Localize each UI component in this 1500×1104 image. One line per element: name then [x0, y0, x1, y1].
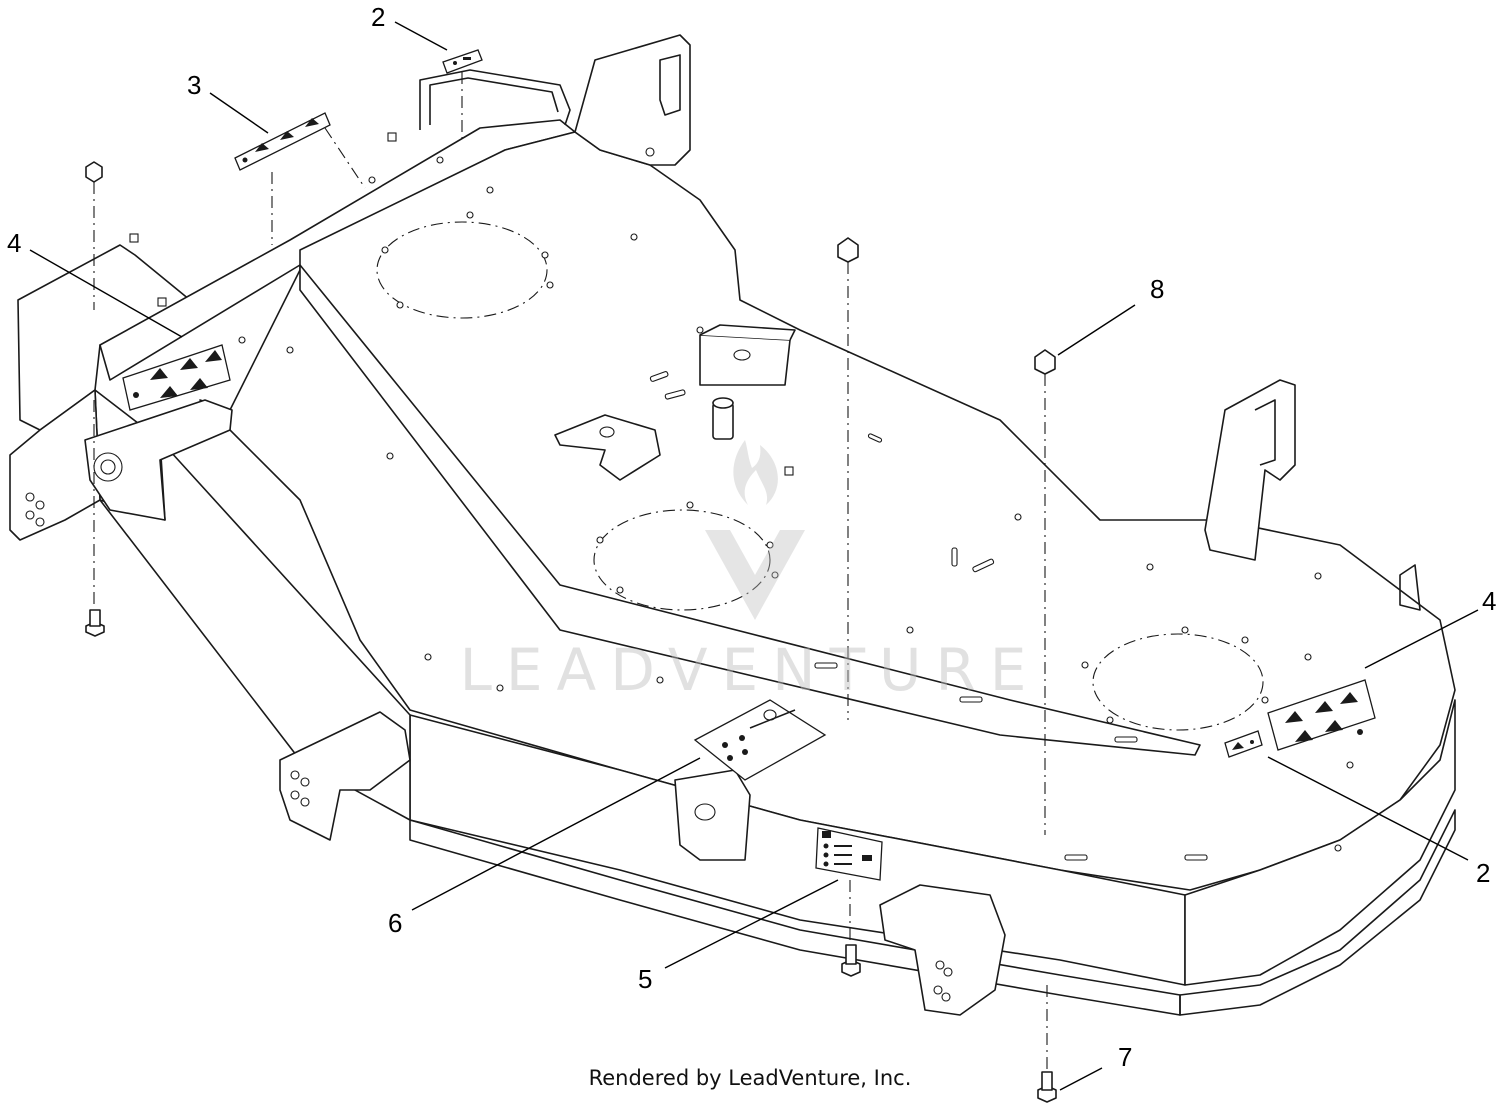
- decal-5-front: [815, 827, 883, 881]
- decals: [122, 49, 1376, 881]
- callout-4-right-label: 4: [1482, 586, 1496, 616]
- decal-2-right: [1224, 730, 1263, 758]
- callout-2-right: 2: [1267, 756, 1490, 888]
- callout-3: 3: [187, 70, 269, 134]
- callout-7: 7: [1059, 1042, 1132, 1091]
- decal-2-rear: [442, 49, 483, 74]
- callout-4-left: 4: [7, 228, 183, 338]
- callout-2-rear: 2: [371, 2, 448, 51]
- callout-6-label: 6: [388, 908, 402, 938]
- center-hardware: [554, 324, 796, 481]
- callout-5-label: 5: [638, 964, 652, 994]
- callout-8-label: 8: [1150, 274, 1164, 304]
- hardware: [85, 72, 1057, 1103]
- callout-6: 6: [388, 757, 701, 938]
- callout-5: 5: [638, 879, 839, 994]
- callout-8: 8: [1057, 274, 1164, 356]
- callouts: 2 3 4 8 4 2 6 5: [7, 2, 1496, 1091]
- callout-4-right: 4: [1364, 586, 1496, 669]
- decal-4-right: [1267, 679, 1376, 751]
- decal-3-rear: [234, 112, 331, 171]
- deck-holes: [129, 132, 1354, 861]
- decal-6-plate: [693, 699, 827, 781]
- callout-2-right-label: 2: [1476, 858, 1490, 888]
- callout-4-left-label: 4: [7, 228, 21, 258]
- callout-2-rear-label: 2: [371, 2, 385, 32]
- deck-shell: [9, 34, 1456, 1016]
- spindle-openings: [376, 211, 1269, 731]
- leadventure-watermark: LEADVENTURE: [460, 440, 1041, 704]
- decal-4-left: [122, 344, 231, 411]
- watermark-text: LEADVENTURE: [460, 636, 1041, 704]
- callout-7-label: 7: [1118, 1042, 1132, 1072]
- callout-3-label: 3: [187, 70, 201, 100]
- render-credit: Rendered by LeadVenture, Inc.: [588, 1066, 912, 1090]
